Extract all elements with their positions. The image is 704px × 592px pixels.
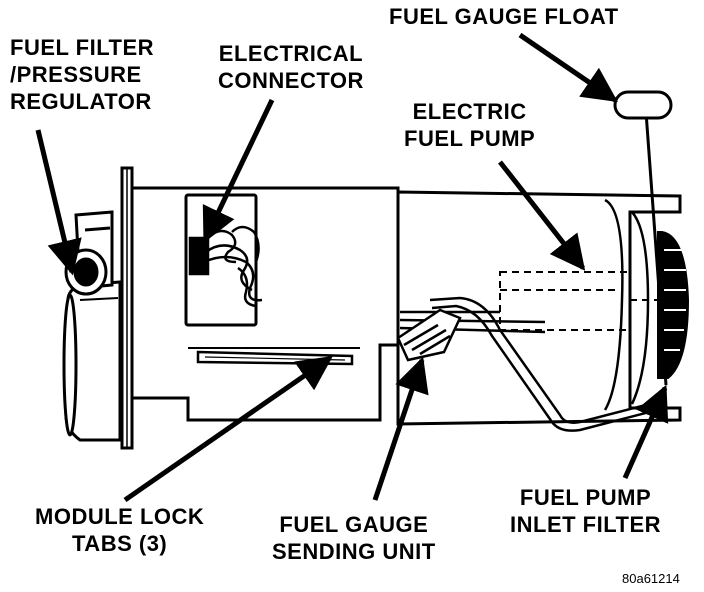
label-line: FUEL GAUGE bbox=[279, 512, 429, 537]
label-electric-fuel-pump: ELECTRIC FUEL PUMP bbox=[404, 98, 535, 152]
label-line: CONNECTOR bbox=[218, 68, 364, 93]
label-line: INLET FILTER bbox=[510, 512, 662, 537]
sending-unit bbox=[396, 308, 462, 362]
connector-wires bbox=[188, 225, 263, 308]
reservoir-body bbox=[130, 186, 400, 422]
fuel-filter-canister bbox=[62, 210, 122, 442]
label-line: TABS (3) bbox=[72, 531, 168, 556]
label-line: REGULATOR bbox=[10, 89, 152, 114]
label-module-lock-tabs: MODULE LOCK TABS (3) bbox=[35, 503, 204, 557]
label-line: FUEL PUMP bbox=[404, 126, 536, 151]
label-fuel-pump-inlet-filter: FUEL PUMP INLET FILTER bbox=[510, 484, 661, 538]
label-line: MODULE LOCK bbox=[35, 504, 205, 529]
label-fuel-filter-pressure-regulator: FUEL FILTER /PRESSURE REGULATOR bbox=[10, 34, 154, 115]
arrow-electrical-connector bbox=[202, 98, 275, 244]
arrow-sending-unit bbox=[372, 356, 429, 501]
label-fuel-gauge-sending-unit: FUEL GAUGE SENDING UNIT bbox=[272, 511, 436, 565]
label-line: ELECTRIC bbox=[412, 99, 527, 124]
label-line: ELECTRICAL bbox=[218, 41, 364, 66]
arrow-inlet-filter bbox=[622, 384, 669, 480]
label-line: FUEL PUMP bbox=[519, 485, 652, 510]
arrow-fuel-gauge-float bbox=[518, 32, 618, 103]
arrow-module-lock-tabs bbox=[123, 355, 333, 503]
arrow-electric-pump bbox=[498, 160, 586, 271]
label-line: SENDING UNIT bbox=[272, 539, 436, 564]
label-electrical-connector: ELECTRICAL CONNECTOR bbox=[218, 40, 364, 94]
leader-arrows bbox=[35, 32, 669, 503]
label-line: FUEL GAUGE FLOAT bbox=[389, 4, 619, 29]
arrow-fuel-filter bbox=[35, 129, 82, 276]
figure-reference-code: 80a61214 bbox=[622, 571, 680, 586]
electric-pump bbox=[499, 271, 668, 331]
module-flange bbox=[120, 166, 134, 450]
label-fuel-gauge-float: FUEL GAUGE FLOAT bbox=[389, 3, 619, 30]
label-line: FUEL FILTER bbox=[10, 35, 155, 60]
label-line: /PRESSURE bbox=[10, 62, 142, 87]
pump-housing bbox=[396, 190, 682, 426]
inlet-filter bbox=[657, 231, 690, 379]
